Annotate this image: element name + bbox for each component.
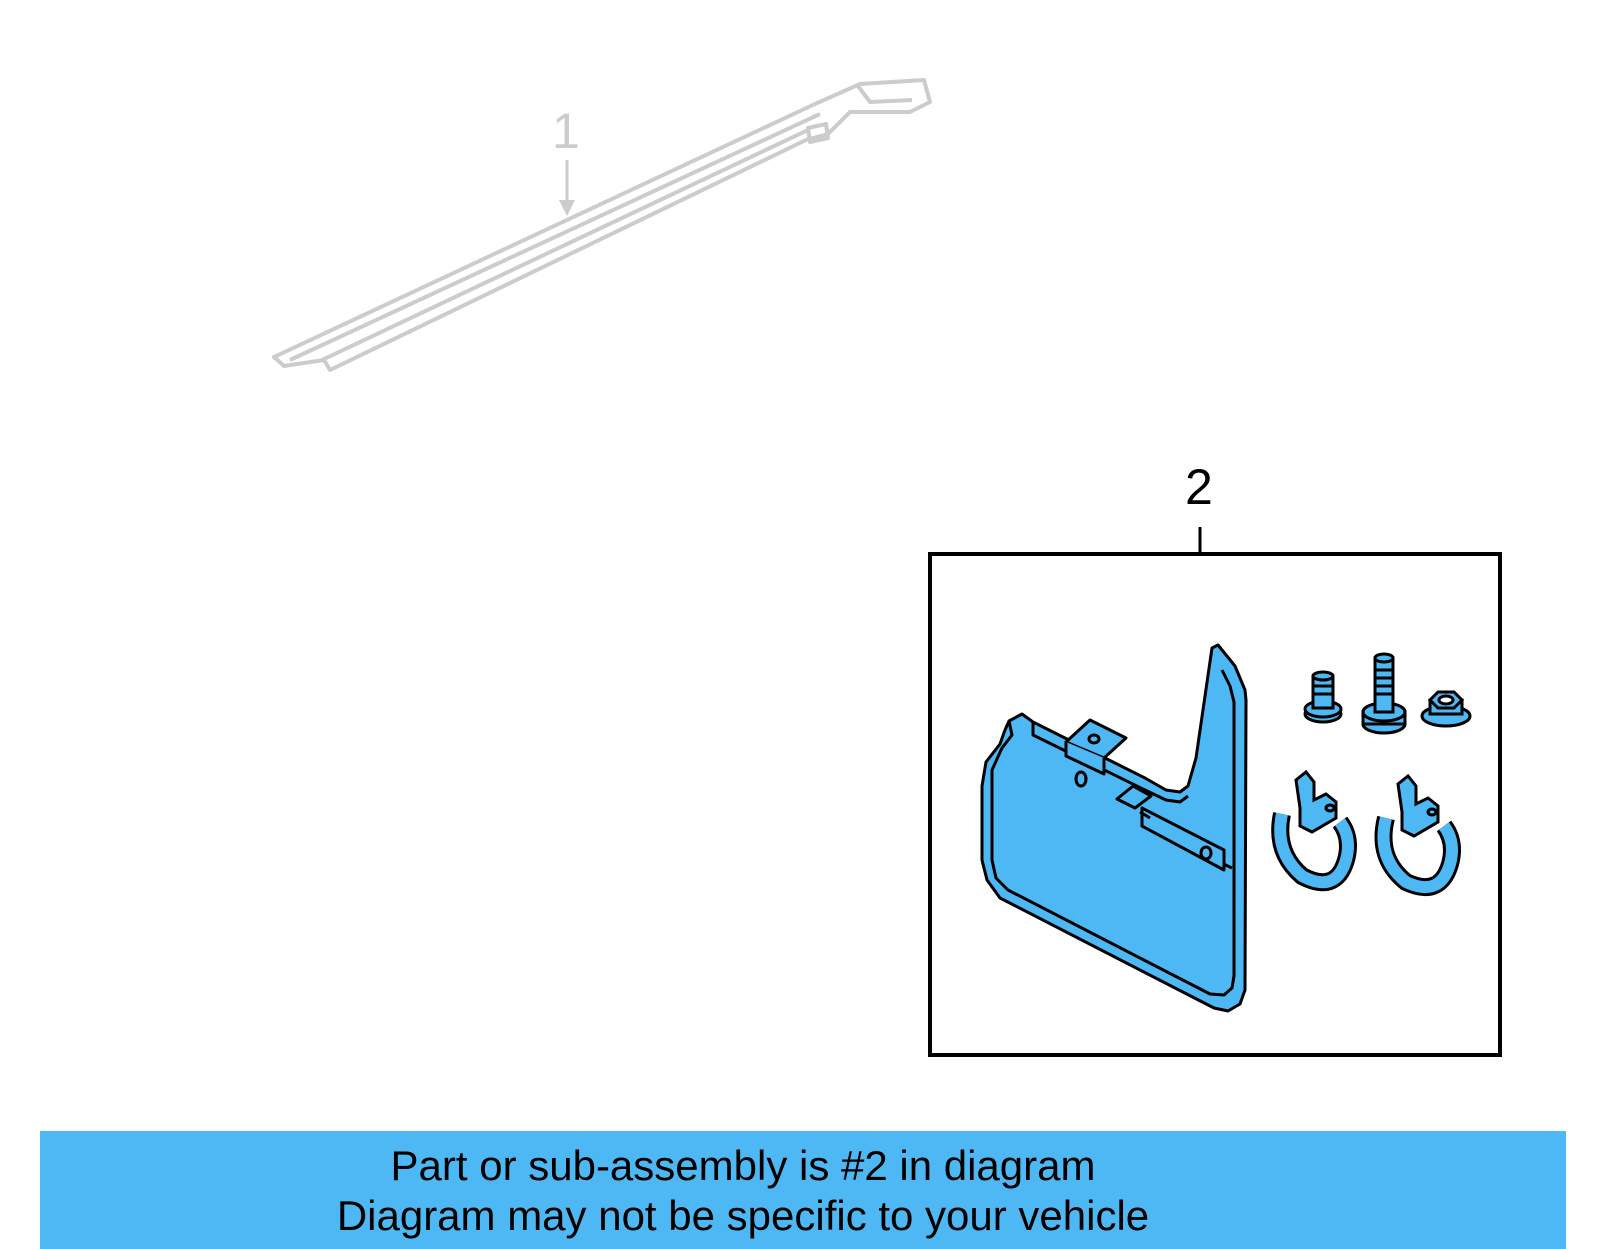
mud-flap xyxy=(980,643,1248,1013)
callout-2: 2 xyxy=(1185,459,1213,553)
bolt xyxy=(1361,652,1407,735)
push-rivet xyxy=(1303,670,1343,724)
flange-nut xyxy=(1420,690,1472,728)
part-1-rail xyxy=(272,78,932,372)
part-2-kit-box xyxy=(928,552,1502,1057)
info-banner: Part or sub-assembly is #2 in diagram Di… xyxy=(40,1131,1566,1249)
callout-1: 1 xyxy=(552,103,580,216)
banner-line-2: Diagram may not be specific to your vehi… xyxy=(336,1192,1150,1239)
callout-2-label: 2 xyxy=(1185,459,1213,515)
callout-1-arrowhead xyxy=(559,200,575,216)
clamp-right xyxy=(1374,773,1461,897)
callout-1-label: 1 xyxy=(552,103,580,159)
banner-line-1: Part or sub-assembly is #2 in diagram xyxy=(390,1142,1096,1189)
clamp-left xyxy=(1271,769,1357,892)
